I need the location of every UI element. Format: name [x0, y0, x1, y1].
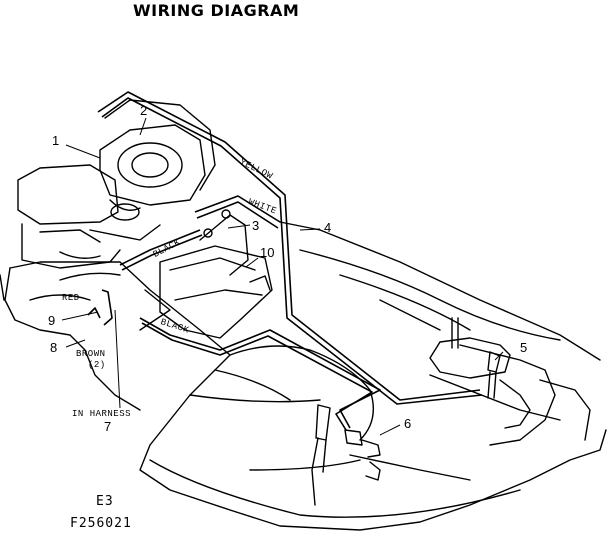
callout-1: 1	[52, 133, 60, 148]
callout-8: 8	[50, 340, 58, 355]
ignition-switch	[344, 429, 381, 481]
section-code: E3	[96, 494, 114, 509]
white-wire	[194, 195, 281, 223]
wire-label-brown-qty: (2)	[88, 360, 106, 370]
diagram-title: WIRING DIAGRAM	[133, 1, 300, 20]
callout-6: 6	[404, 416, 412, 431]
wire-label-brown: BROWN	[76, 349, 106, 359]
yellow-wire	[97, 91, 481, 401]
steering-column	[311, 351, 501, 506]
black-lower-wire	[139, 317, 381, 429]
callout-7: 7	[104, 419, 112, 434]
black-wire	[119, 229, 201, 266]
callout-3: 3	[252, 218, 260, 233]
callout-10: 10	[260, 245, 275, 260]
brown-wire	[87, 307, 101, 319]
callout-5: 5	[520, 340, 528, 355]
wire-label-in-harness: IN HARNESS	[72, 409, 132, 419]
wire-label-red: RED	[62, 293, 80, 303]
callout-4: 4	[324, 220, 332, 235]
battery-assembly	[159, 209, 273, 339]
red-wire	[101, 289, 113, 326]
callout-9: 9	[48, 313, 56, 328]
callout-2: 2	[140, 103, 148, 118]
engine-block	[17, 99, 216, 269]
rear-housing	[429, 317, 531, 429]
figure-code: F256021	[70, 516, 132, 531]
mower-deck	[0, 221, 607, 531]
